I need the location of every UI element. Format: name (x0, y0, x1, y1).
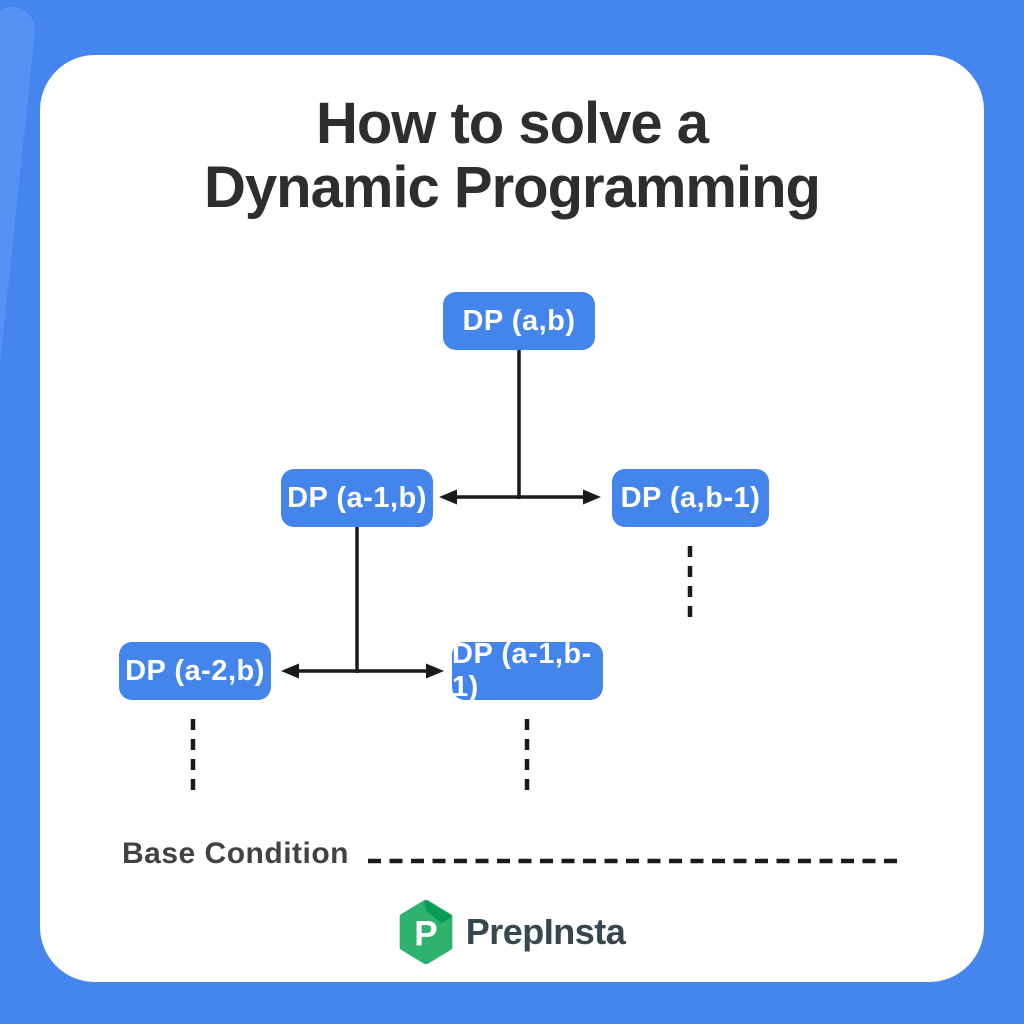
title-line-2: Dynamic Programming (204, 155, 821, 220)
base-condition-label: Base Condition (122, 837, 350, 870)
logo-text: PrepInsta (465, 911, 626, 952)
prepinsta-logo: P PrepInsta (0, 900, 1024, 964)
logo-monogram: P (414, 914, 437, 953)
node-dp-a1-b1: DP (a-1,b-1) (452, 638, 603, 703)
node-dp-a1-b: DP (a-1,b) (281, 469, 433, 527)
arrowhead-left-level3-icon (281, 663, 299, 679)
node-dp-a2-b: DP (a-2,b) (119, 642, 271, 700)
prepinsta-hexagon-icon: P (399, 900, 453, 964)
hexagon-dark-facet (424, 900, 452, 924)
arrowhead-right-level3-icon (426, 663, 444, 679)
arrowhead-left-level2-icon (439, 489, 457, 505)
node-dp-ab: DP (a,b) (443, 292, 595, 350)
node-dp-a-b1: DP (a,b-1) (612, 469, 769, 527)
arrowhead-right-level2-icon (583, 489, 601, 505)
infographic-card (40, 55, 984, 982)
title-line-1: How to solve a (315, 91, 709, 156)
